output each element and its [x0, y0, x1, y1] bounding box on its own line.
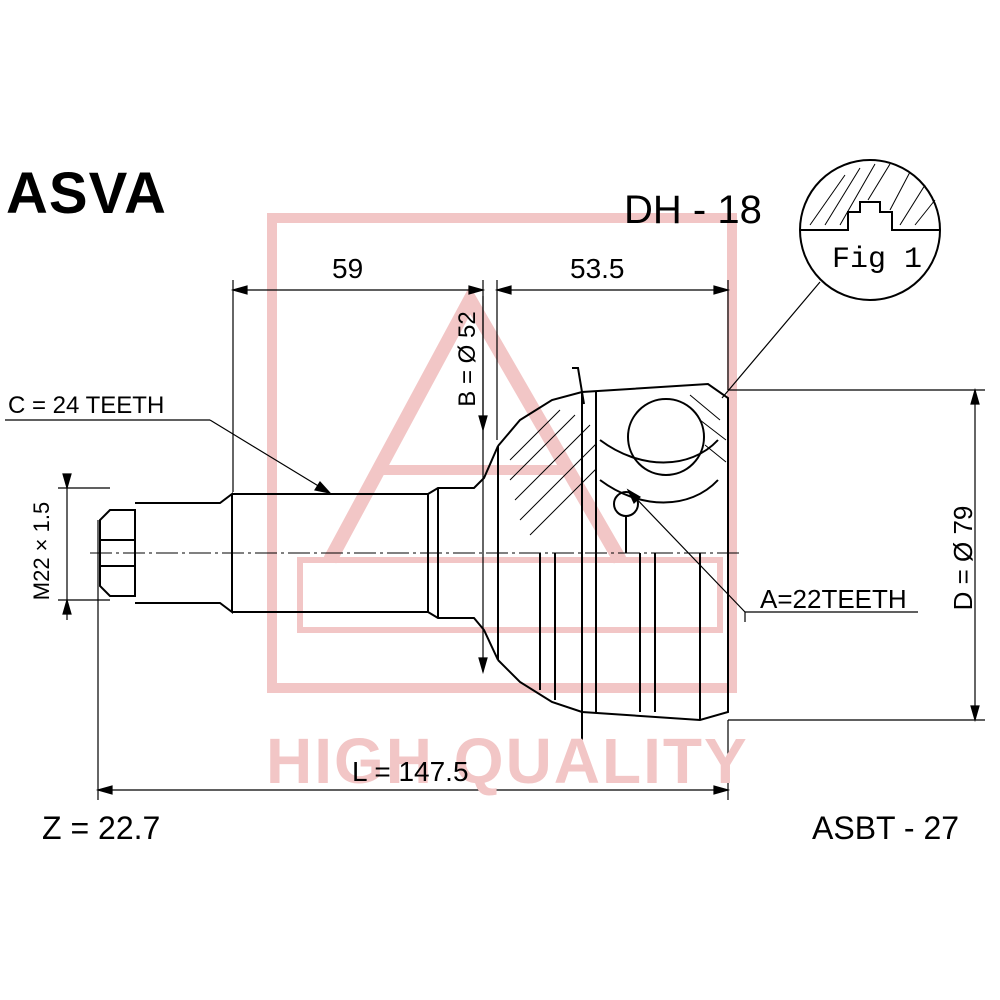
part-code: DH - 18: [624, 188, 762, 232]
dimension-53-5: 53.5: [570, 253, 625, 284]
fig-label: Fig 1: [832, 243, 923, 277]
dimension-lines: [5, 280, 985, 800]
dimension-59: 59: [332, 253, 364, 284]
cv-joint-outline: [99, 367, 729, 740]
dimension-z: Z = 22.7: [42, 810, 161, 846]
housing-hatch: [509, 394, 727, 536]
dimension-b-diameter: B = Ø 52: [454, 311, 481, 407]
watermark-logo: [267, 213, 737, 693]
model-code: ASBT - 27: [812, 810, 960, 846]
dimension-d-diameter: D = Ø 79: [948, 505, 978, 611]
watermark-text: HIGH QUALITY: [266, 725, 749, 797]
dimension-total-length: L = 147.5: [352, 756, 469, 787]
dimension-a-teeth: A=22TEETH: [760, 584, 907, 614]
brand-logo: ASVA: [6, 161, 167, 226]
fig1-spline-detail: [799, 159, 941, 301]
dimension-thread: M22 × 1.5: [29, 501, 54, 601]
dimension-c-teeth: C = 24 TEETH: [8, 392, 165, 419]
